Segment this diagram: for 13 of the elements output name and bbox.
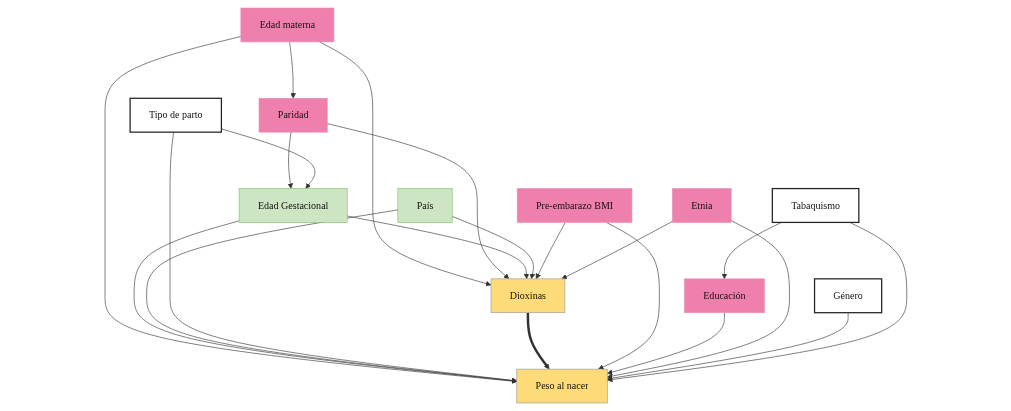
node-box: Peso al nacer [516, 368, 608, 404]
node-box: Pre-embarazo BMI [516, 188, 632, 223]
arrow [526, 312, 550, 370]
node-box: Educación [683, 278, 765, 313]
node-box: Paridad [258, 97, 328, 133]
node-box: Edad materna [240, 7, 334, 43]
node-box: Género [813, 278, 882, 314]
node-box: Edad Gestacional [238, 188, 348, 223]
node-box: Dioxinas [490, 278, 565, 313]
node-box: Etnia [671, 188, 732, 223]
node-box: País [397, 188, 453, 223]
node-box: Tipo de parto [129, 97, 222, 133]
node-box: Tabaquismo [771, 187, 860, 224]
